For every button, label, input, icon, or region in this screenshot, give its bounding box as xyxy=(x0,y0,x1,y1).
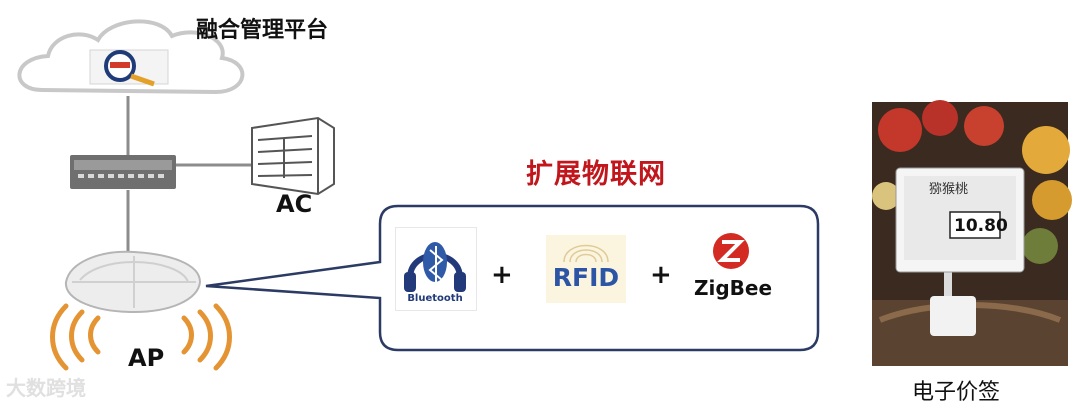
bluetooth-label: Bluetooth xyxy=(407,293,463,304)
zigbee-label: ZigBee xyxy=(693,276,773,300)
magnifier-icon xyxy=(89,49,169,87)
ac-label: AC xyxy=(276,190,313,218)
bluetooth-icon xyxy=(404,242,466,292)
ap-label: AP xyxy=(128,344,165,372)
esl-photo xyxy=(872,100,1072,366)
rfid-tile xyxy=(546,235,626,303)
plus-separator-2: + xyxy=(650,260,672,290)
iot-title: 扩展物联网 xyxy=(526,159,666,190)
plus-separator-1: + xyxy=(491,260,513,290)
esl-price: 10.80 xyxy=(954,216,1008,236)
rfid-label: RFID xyxy=(552,263,620,292)
bluetooth-tile xyxy=(395,227,477,311)
esl-label: 电子价签 xyxy=(912,380,1001,405)
watermark: 大数跨境 xyxy=(6,376,86,400)
zigbee-icon xyxy=(713,233,749,269)
platform-title: 融合管理平台 xyxy=(196,18,329,43)
topology-lines xyxy=(126,96,252,255)
wifi-waves-icon xyxy=(50,303,232,371)
esl-product-name: 猕猴桃 xyxy=(929,182,969,197)
switch-icon xyxy=(70,155,176,189)
access-controller-icon xyxy=(251,116,335,196)
access-point-icon xyxy=(64,250,202,314)
iot-callout-box xyxy=(205,204,820,352)
